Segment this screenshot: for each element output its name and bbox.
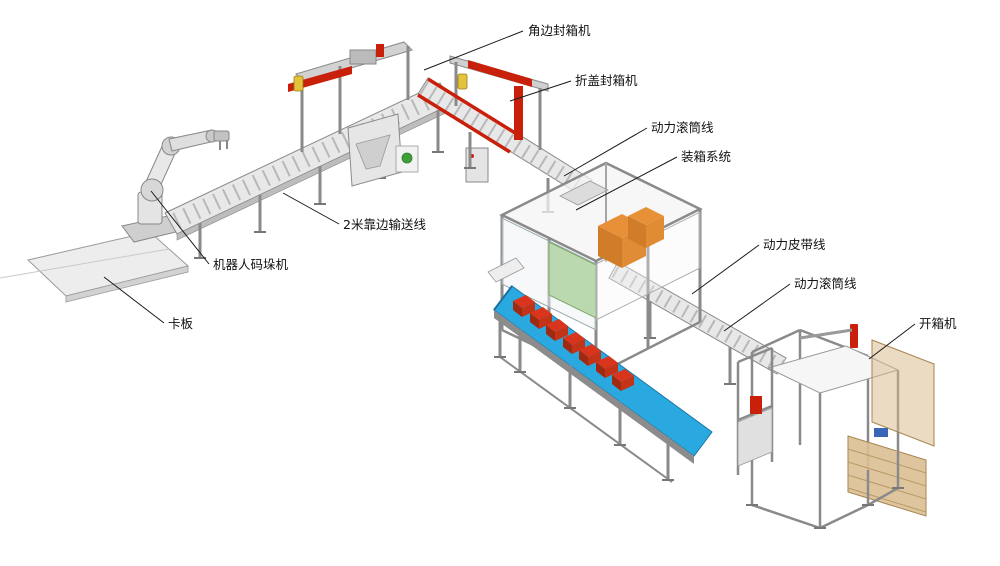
- yellow-cylinder: [457, 73, 468, 90]
- label-conveyor-2m: 2米靠边输送线: [343, 217, 426, 232]
- flat-cartons: [847, 448, 927, 513]
- flap-sealer-machine: [417, 55, 593, 213]
- callout-flap-sealer: 折盖封箱机: [509, 73, 638, 102]
- infeed-plate: [487, 257, 525, 283]
- label-roller-line-top: 动力滚筒线: [651, 120, 714, 135]
- label-flap-sealer: 折盖封箱机: [575, 73, 638, 88]
- label-carton-erector: 开箱机: [919, 316, 957, 331]
- red-handle: [850, 324, 858, 348]
- erector-base: [750, 452, 900, 530]
- robot-palletizer: [121, 129, 230, 243]
- callout-belt-line: 动力皮带线: [691, 237, 826, 295]
- label-belt-line: 动力皮带线: [763, 237, 826, 252]
- callout-carton-erector: 开箱机: [868, 316, 957, 360]
- blue-component: [874, 428, 888, 437]
- callout-conveyor-2m: 2米靠边输送线: [282, 192, 426, 232]
- hopper: [355, 134, 391, 170]
- case-packing-system: [487, 161, 703, 377]
- carton-erector-machine: [736, 324, 935, 530]
- callout-corner-sealer: 角边封箱机: [423, 23, 591, 71]
- callout-roller-line-top: 动力滚筒线: [563, 120, 714, 177]
- yellow-cylinder: [293, 75, 304, 92]
- red-post: [514, 86, 523, 140]
- belt-lower-rail: [499, 356, 673, 483]
- green-indicator: [401, 152, 413, 164]
- pallet: [0, 231, 190, 303]
- rollers: [418, 81, 592, 197]
- right-guard-panel: [595, 211, 701, 321]
- callout-case-packing: 装箱系统: [575, 149, 731, 211]
- red-rail-lower: [417, 93, 511, 154]
- carton-magazine: [847, 435, 927, 517]
- label-corner-sealer: 角边封箱机: [528, 23, 591, 38]
- label-roller-line-right: 动力滚筒线: [794, 276, 857, 291]
- callout-roller-line-right: 动力滚筒线: [723, 276, 857, 332]
- belt-side-frame: [494, 310, 694, 464]
- conveyor-legs: [648, 301, 732, 384]
- red-top-beam: [468, 60, 532, 87]
- conveyor-feet: [644, 337, 736, 385]
- red-side-rail: [288, 66, 352, 92]
- callout-pallet: 卡板: [103, 276, 194, 331]
- label-case-packing: 装箱系统: [681, 149, 731, 164]
- corner-sealer-machine: [288, 41, 419, 187]
- callout-robot-palletizer: 机器人码垛机: [150, 190, 289, 272]
- label-robot-palletizer: 机器人码垛机: [213, 257, 289, 272]
- erector-feet: [746, 487, 904, 529]
- red-unit: [750, 396, 762, 414]
- belt-legs: [498, 315, 670, 480]
- orange-cartons: [598, 207, 664, 268]
- label-pallet: 卡板: [168, 316, 194, 331]
- sealer-posts: [454, 62, 542, 150]
- red-top-unit: [376, 44, 384, 57]
- red-rail-upper: [427, 77, 521, 138]
- power-belt-conveyor: [493, 285, 713, 483]
- callouts: 角边封箱机 折盖封箱机 动力滚筒线 装箱系统 2米靠边输送线 机器人码垛机 卡板: [103, 23, 957, 360]
- belt-feet: [494, 356, 674, 481]
- amber-guard-panel: [871, 339, 935, 447]
